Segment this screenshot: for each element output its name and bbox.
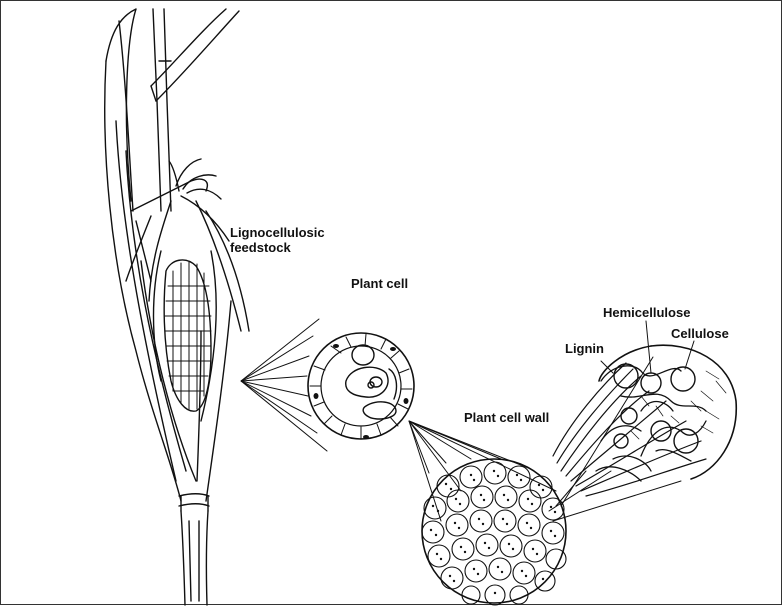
label-lignin: Lignin — [565, 341, 604, 356]
label-lignocellulosic-feedstock: Lignocellulosic feedstock — [230, 225, 325, 255]
plant-cell-illustration — [308, 333, 414, 439]
cell-wall-cross-section — [422, 459, 566, 605]
label-feedstock-line2: feedstock — [230, 240, 325, 255]
corn-plant-illustration — [105, 9, 249, 605]
label-cellulose: Cellulose — [671, 326, 729, 341]
label-plant-cell: Plant cell — [351, 276, 408, 291]
label-hemicellulose: Hemicellulose — [603, 305, 690, 320]
cone-connector-cell — [241, 319, 327, 451]
label-feedstock-line1: Lignocellulosic — [230, 225, 325, 240]
label-plant-cell-wall: Plant cell wall — [464, 410, 549, 425]
